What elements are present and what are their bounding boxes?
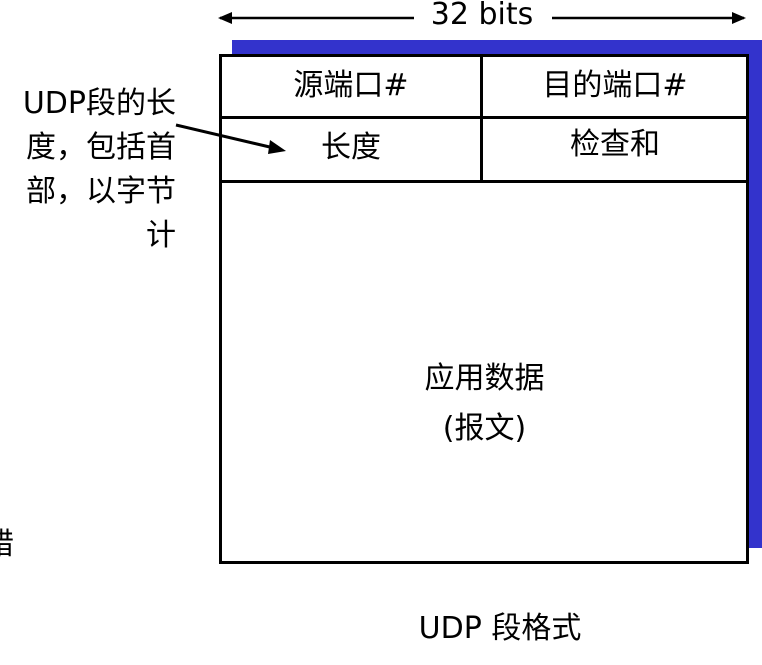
width-arrows [218,12,746,24]
udp-segment-box [219,54,749,564]
dest-port-field: 目的端口# [542,68,688,103]
length-field: 长度 [321,130,381,165]
payload-label: 应用数据 [424,361,545,396]
row-divider [219,180,749,183]
column-divider [480,54,483,182]
length-annotation: UDP段的长度，包括首部，以字节计 [22,86,176,253]
bit-width-indicator: 32 bits [218,0,746,34]
width-label: 32 bits [430,0,534,32]
annotation-arrow [175,123,286,154]
source-port-field: 源端口# [293,68,409,103]
diagram-caption: UDP 段格式 [418,611,582,646]
checksum-field: 检查和 [570,127,660,162]
row-divider [219,116,749,119]
cut-off-text: 错 [0,530,14,560]
payload-sublabel: (报文) [442,411,527,446]
